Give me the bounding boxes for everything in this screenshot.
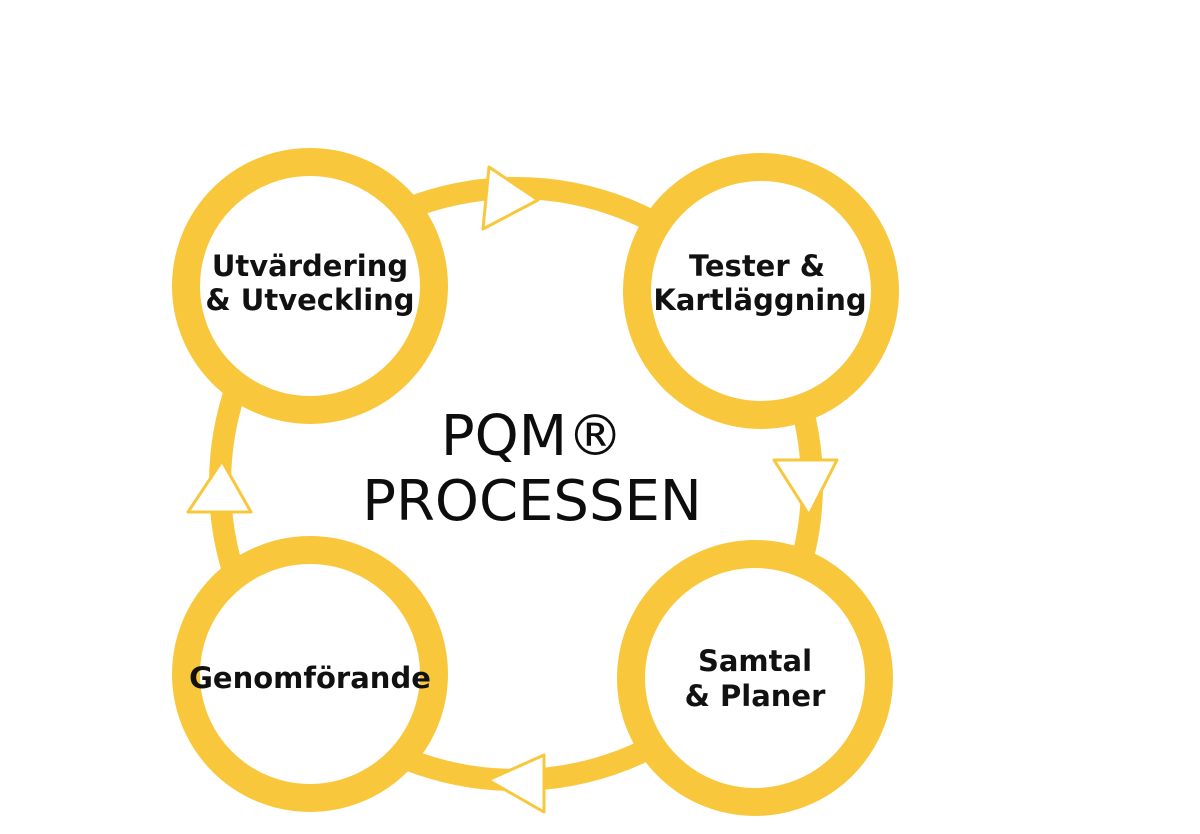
diagram-title-line1: PQM® [441,404,623,469]
arrow-right-icon [481,165,540,231]
node-circle-utvardering [172,148,448,424]
arrow-left-icon [486,753,546,814]
arrow-down-icon [772,458,839,517]
node-label-tester-line2: Kartläggning [653,283,866,317]
arrow-up-icon [186,459,253,514]
node-label-samtal-line2: & Planer [685,679,826,713]
diagram-title-line2: PROCESSEN [362,469,702,534]
node-label-samtal-line1: Samtal [698,644,812,678]
node-label-utvardering-line1: Utvärdering [212,249,408,283]
node-label-utvardering-line2: & Utveckling [205,283,414,317]
node-circle-genomforande [172,536,448,812]
node-circle-samtal [617,540,893,816]
node-circle-tester [623,153,899,429]
node-label-genomforande: Genomförande [189,661,431,695]
node-label-tester-line1: Tester & [689,249,825,283]
